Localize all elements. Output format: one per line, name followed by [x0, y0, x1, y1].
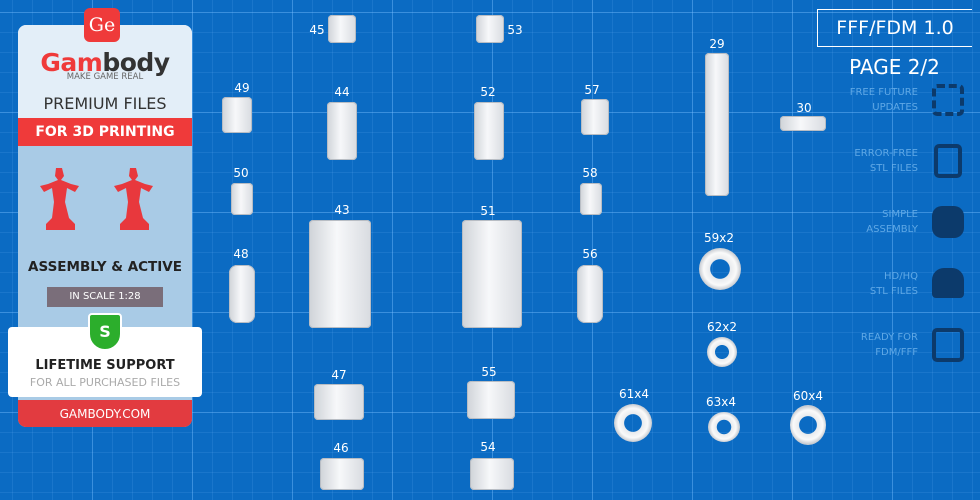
part-label: 47: [331, 368, 347, 382]
person-icon: [932, 268, 964, 298]
part-47: [314, 384, 364, 420]
part-label: 63x4: [705, 395, 737, 409]
part-label: 45: [309, 23, 325, 37]
purchased-files-label: FOR ALL PURCHASED FILES: [29, 376, 181, 389]
part-52: [474, 102, 504, 160]
part-50: [231, 183, 253, 215]
part-label: 29: [709, 37, 725, 51]
part-62: [707, 337, 737, 367]
puzzle-icon: [932, 206, 964, 238]
part-29: [705, 53, 729, 196]
part-label: 54: [480, 440, 496, 454]
for-3d-printing-banner: FOR 3D PRINTING: [18, 118, 192, 146]
brand-name: Gambody: [40, 48, 170, 77]
part-58: [580, 183, 602, 215]
part-48: [229, 265, 255, 323]
part-label: 52: [480, 85, 496, 99]
part-57: [581, 99, 609, 135]
update-icon: [932, 84, 964, 116]
part-54: [470, 458, 514, 490]
assembly-active-label: ASSEMBLY & ACTIVE: [28, 259, 182, 275]
shield-icon: S: [88, 313, 122, 351]
part-59: [699, 248, 741, 290]
printer-icon: [932, 328, 964, 362]
part-label: 46: [333, 441, 349, 455]
part-56: [577, 265, 603, 323]
file-check-icon: [934, 144, 962, 178]
website-link[interactable]: GAMBODY.COM: [18, 400, 192, 427]
tagline: MAKE GAME REAL: [66, 72, 144, 82]
part-label: 58: [582, 166, 598, 180]
part-label: 55: [481, 365, 497, 379]
part-label: 30: [796, 101, 812, 115]
active-figure-icon: [114, 168, 153, 230]
part-label: 60x4: [792, 389, 824, 403]
part-label: 48: [233, 247, 249, 261]
scale-badge: IN SCALE 1:28: [47, 287, 163, 307]
gambody-logo-icon: Ge: [84, 8, 120, 42]
part-label: 57: [584, 83, 600, 97]
part-61: [614, 404, 652, 442]
part-46: [320, 458, 364, 490]
part-51: [462, 220, 522, 328]
static-figure-icon: [40, 168, 79, 230]
part-49: [222, 97, 252, 133]
format-label: FFF/FDM 1.0: [817, 9, 972, 47]
part-label: 49: [234, 81, 250, 95]
part-45: [328, 15, 356, 43]
part-label: 53: [507, 23, 523, 37]
part-label: 56: [582, 247, 598, 261]
part-60: [790, 405, 826, 445]
part-label: 44: [334, 85, 350, 99]
part-30: [780, 116, 826, 131]
part-label: 50: [233, 166, 249, 180]
lifetime-support-label: LIFETIME SUPPORT: [35, 358, 175, 373]
part-label: 43: [334, 203, 350, 217]
part-label: 61x4: [618, 387, 650, 401]
part-43: [309, 220, 371, 328]
part-label: 62x2: [706, 320, 738, 334]
part-44: [327, 102, 357, 160]
part-53: [476, 15, 504, 43]
part-label: 51: [480, 204, 496, 218]
part-63: [708, 412, 740, 442]
premium-files-label: PREMIUM FILES: [43, 94, 167, 113]
part-55: [467, 381, 515, 419]
part-label: 59x2: [703, 231, 735, 245]
page-indicator: PAGE 2/2: [849, 55, 940, 79]
